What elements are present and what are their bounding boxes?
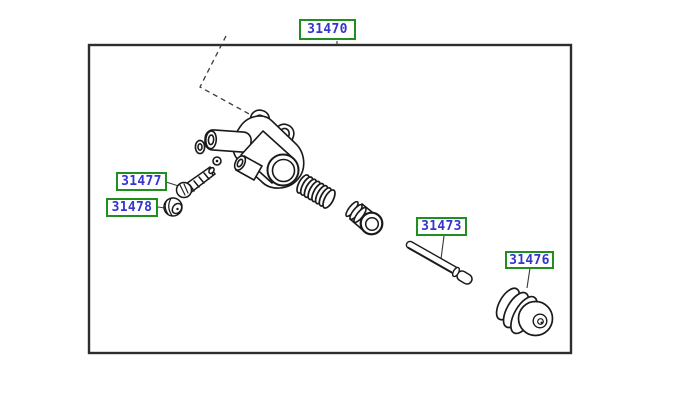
push-rod-drawing bbox=[405, 240, 473, 285]
dashed-leader-line bbox=[199, 35, 263, 122]
spring-drawing bbox=[296, 174, 336, 209]
cylinder-body-drawing bbox=[194, 109, 305, 189]
diagram-frame bbox=[87, 43, 573, 355]
piston-drawing bbox=[345, 200, 384, 236]
boot-drawing bbox=[495, 287, 554, 337]
part-label-31476[interactable]: 31476 bbox=[505, 251, 554, 269]
part-label-31478[interactable]: 31478 bbox=[106, 198, 158, 217]
cap-drawing bbox=[163, 197, 183, 217]
bolt-drawing bbox=[175, 165, 217, 199]
part-label-31477[interactable]: 31477 bbox=[116, 172, 167, 191]
part-label-31470[interactable]: 31470 bbox=[299, 19, 356, 40]
part-label-31473[interactable]: 31473 bbox=[416, 217, 467, 236]
